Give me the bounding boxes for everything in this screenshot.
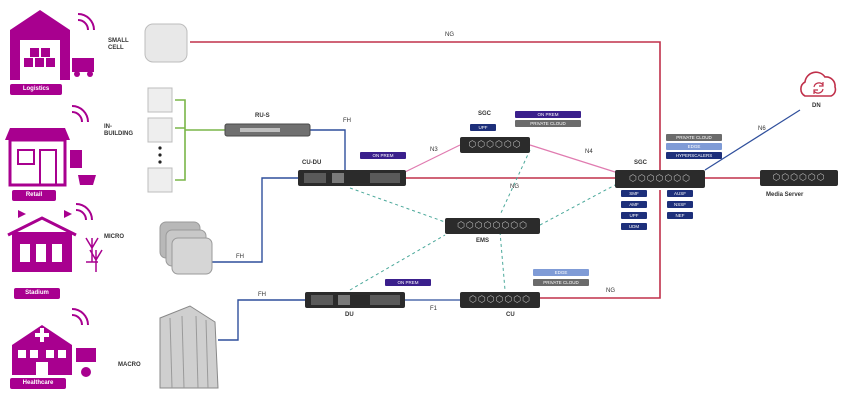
ems-device: ⬡⬡⬡⬡⬡⬡⬡⬡ xyxy=(445,218,540,234)
tag-sgc-func: AMF xyxy=(621,201,647,208)
tag-sgc-edge: EDGE xyxy=(666,143,722,150)
in-building-units xyxy=(147,87,173,193)
link-label-ng-top: NG xyxy=(445,32,454,38)
ng-bottom-link xyxy=(540,190,661,299)
fh-macro-link xyxy=(218,299,305,341)
link-label-n3: N3 xyxy=(430,147,438,153)
du-device xyxy=(305,292,405,308)
n4-link xyxy=(529,144,616,173)
sgc-main-device: ⬡⬡⬡⬡⬡⬡⬡ xyxy=(615,170,705,188)
tag-sgc-top-private-cloud: PRIVATE CLOUD xyxy=(515,120,581,127)
tag-du-on-prem: ON PREM xyxy=(385,279,431,286)
hospital-icon xyxy=(12,325,96,377)
site-label-healthcare: Healthcare xyxy=(10,378,66,389)
node-label-ems: EMS xyxy=(476,238,490,244)
wifi-icons xyxy=(71,13,95,326)
ru-s-device xyxy=(224,123,311,137)
media-server-device: ⬡⬡⬡⬡⬡⬡ xyxy=(760,170,838,186)
tag-sgc-func: NEF xyxy=(667,212,693,219)
n3-link xyxy=(404,144,461,173)
node-label-cu: CU xyxy=(506,312,515,318)
antenna-icons xyxy=(85,237,103,272)
site-label-logistics: Logistics xyxy=(10,84,62,95)
site-label-stadium: Stadium xyxy=(14,288,60,299)
site-label-retail: Retail xyxy=(12,190,56,201)
tag-sgc-top-on-prem: ON PREM xyxy=(515,111,581,118)
node-label-dn: DN xyxy=(812,103,821,109)
node-label-cu-du: CU-DU xyxy=(302,160,322,166)
link-label-n6: N6 xyxy=(758,126,766,132)
stadium-icon xyxy=(7,210,77,272)
n6-link xyxy=(704,109,801,171)
storefront-icon xyxy=(5,128,96,187)
tag-sgc-hyperscaler: HYPERSCALERS xyxy=(666,152,722,159)
tag-sgc-func: UDM xyxy=(621,223,647,230)
node-label-sgc-main: SGC xyxy=(634,160,648,166)
ems-mgmt-links xyxy=(349,149,616,291)
link-label-ng-bottom: NG xyxy=(606,288,615,294)
tag-cu-edge: EDGE xyxy=(533,269,589,276)
tag-sgc-private-cloud: PRIVATE CLOUD xyxy=(666,134,722,141)
radio-label-micro: MICRO xyxy=(104,234,124,240)
radio-label-in-building: IN- BUILDING xyxy=(104,124,133,137)
node-label-du: DU xyxy=(345,312,354,318)
cu-device: ⬡⬡⬡⬡⬡⬡⬡ xyxy=(460,292,540,308)
micro-cell-units xyxy=(159,221,213,275)
ng-top-link xyxy=(190,41,661,180)
radio-label-macro: MACRO xyxy=(118,362,141,368)
fh-micro-link xyxy=(212,177,298,263)
in-building-dots xyxy=(158,146,162,164)
tag-sgc-top-upf: UPF xyxy=(470,124,496,131)
fh-ru-link xyxy=(310,129,346,170)
macro-radio-unit xyxy=(159,305,219,389)
link-label-n4: N4 xyxy=(585,149,593,155)
link-label-fh-ru: FH xyxy=(343,118,351,124)
node-label-media-server: Media Server xyxy=(766,192,804,198)
cu-du-device xyxy=(298,170,406,186)
tag-sgc-func: UPF xyxy=(621,212,647,219)
link-label-fh-macro: FH xyxy=(258,292,266,298)
warehouse-icon xyxy=(10,10,94,80)
node-label-sgc-top: SGC xyxy=(478,111,492,117)
fh-green-bus xyxy=(175,99,225,181)
tag-cu-private-cloud: PRIVATE CLOUD xyxy=(533,279,589,286)
sgc-top-device: ⬡⬡⬡⬡⬡⬡ xyxy=(460,137,530,153)
dn-cloud-icon xyxy=(795,68,841,98)
link-label-ng-mid: NG xyxy=(510,184,519,190)
radio-label-small-cell: SMALL CELL xyxy=(108,38,129,51)
tag-sgc-func: SMF xyxy=(621,190,647,197)
small-cell-unit xyxy=(144,23,188,63)
node-label-ru-s: RU-S xyxy=(255,113,270,119)
tag-cu-du-on-prem: ON PREM xyxy=(360,152,406,159)
tag-sgc-func: NSSF xyxy=(667,201,693,208)
link-label-f1: F1 xyxy=(430,306,438,312)
link-label-fh-micro: FH xyxy=(236,254,244,260)
tag-sgc-func: AUSF xyxy=(667,190,693,197)
